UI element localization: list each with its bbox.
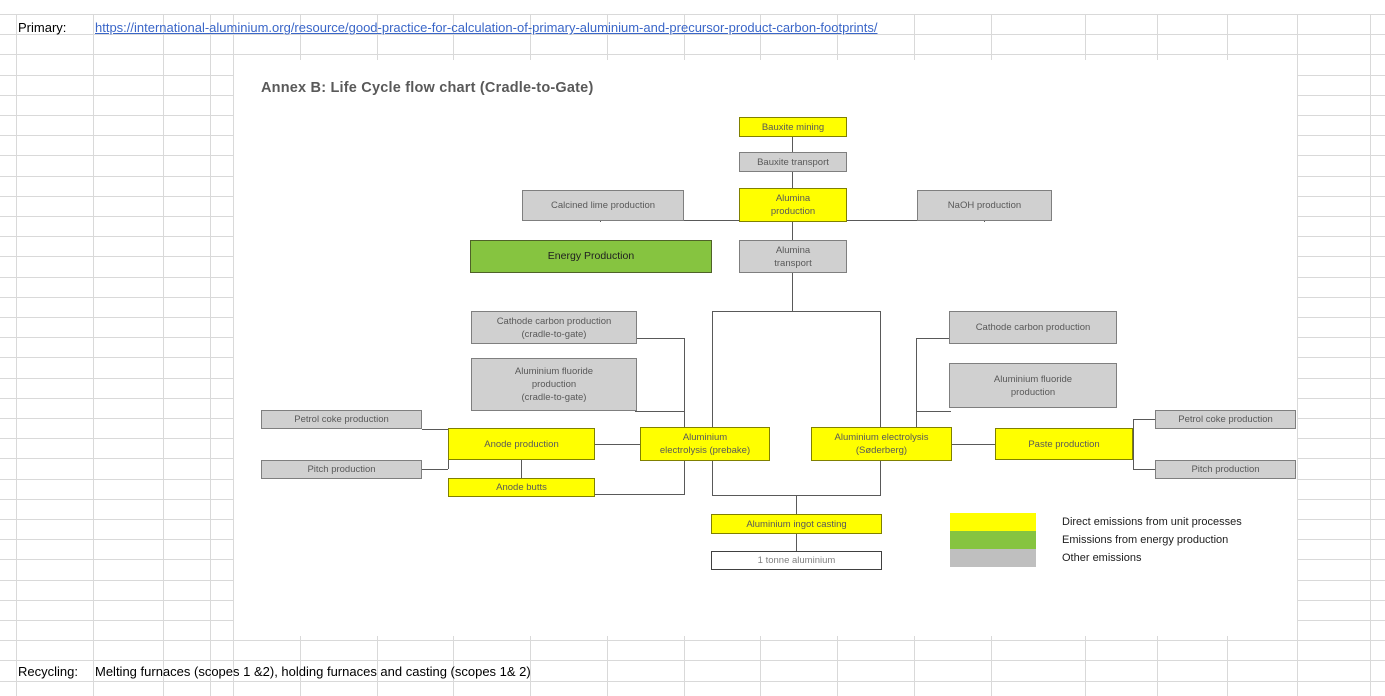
legend-label-direct-emissions: Direct emissions from unit processes — [1062, 516, 1242, 528]
connector-anodebutts-return — [595, 494, 685, 495]
connector-alumina-to-aluminatransport — [792, 220, 793, 242]
connector-cathode-left-out — [635, 338, 685, 339]
recycling-label: Recycling: — [18, 664, 78, 679]
node-pitch-production-right[interactable]: Pitch production — [1155, 460, 1296, 479]
node-petrol-coke-production-left[interactable]: Petrol coke production — [261, 410, 422, 429]
node-anode-butts[interactable]: Anode butts — [448, 478, 595, 497]
legend-swatch-other-emissions — [950, 549, 1036, 567]
node-cathode-carbon-production-right[interactable]: Cathode carbon production — [949, 311, 1117, 344]
connector-petrolcoke-right-to-paste — [1133, 419, 1155, 420]
connector-lime-stub — [600, 220, 601, 222]
node-anode-production[interactable]: Anode production — [448, 428, 595, 460]
connector-ingot-to-tonne — [796, 533, 797, 551]
connector-pitch-right-to-paste — [1133, 469, 1155, 470]
legend-swatch-energy-emissions — [950, 531, 1036, 549]
legend-label-other-emissions: Other emissions — [1062, 552, 1142, 564]
primary-label: Primary: — [18, 20, 67, 35]
connector-loop-to-ingot — [796, 495, 797, 515]
connector-paste-to-soderberg — [952, 444, 995, 445]
connector-right-feed-vertical — [916, 338, 917, 412]
node-pitch-production-left[interactable]: Pitch production — [261, 460, 422, 479]
node-cathode-carbon-production-left[interactable]: Cathode carbon production(cradle-to-gate… — [471, 311, 637, 344]
legend-label-energy-emissions: Emissions from energy production — [1062, 534, 1229, 546]
node-naoh-production[interactable]: NaOH production — [917, 190, 1052, 221]
primary-url-link[interactable]: https://international-aluminium.org/reso… — [95, 20, 878, 35]
node-aluminium-ingot-casting[interactable]: Aluminium ingot casting — [711, 514, 882, 534]
connector-right-feedstock-vertical — [1133, 419, 1134, 469]
chart-title: Annex B: Life Cycle flow chart (Cradle-t… — [261, 80, 594, 96]
node-calcined-lime-production[interactable]: Calcined lime production — [522, 190, 684, 221]
connector-petrolcoke-left-to-anode — [422, 429, 448, 430]
node-energy-production[interactable]: Energy Production — [470, 240, 712, 273]
connector-mining-to-transport — [792, 136, 793, 154]
node-petrol-coke-production-right[interactable]: Petrol coke production — [1155, 410, 1296, 429]
connector-left-feed-vertical — [684, 338, 685, 412]
connector-transport-to-alumina — [792, 171, 793, 190]
legend-swatch-direct-emissions — [950, 513, 1036, 531]
node-paste-production[interactable]: Paste production — [995, 428, 1133, 460]
life-cycle-flow-chart: Annex B: Life Cycle flow chart (Cradle-t… — [261, 80, 1296, 570]
connector-naoh-stub — [984, 220, 985, 222]
connector-cathode-right-out — [916, 338, 951, 339]
node-one-tonne-aluminium[interactable]: 1 tonne aluminium — [711, 551, 882, 570]
connector-anode-to-prebake — [595, 444, 640, 445]
connector-right-feed-down — [916, 412, 917, 429]
connector-anode-to-butts — [521, 460, 522, 479]
connector-electrolysis-loop — [712, 311, 881, 496]
node-aluminium-electrolysis-soderberg[interactable]: Aluminium electrolysis(Søderberg) — [811, 427, 952, 461]
node-bauxite-mining[interactable]: Bauxite mining — [739, 117, 847, 137]
node-bauxite-transport[interactable]: Bauxite transport — [739, 152, 847, 172]
connector-fluoride-left-out — [635, 411, 685, 412]
connector-pitch-left-to-anode — [422, 469, 448, 470]
connector-fluoride-right-out — [916, 411, 951, 412]
connector-aluminatransport-down — [792, 272, 793, 312]
recycling-text: Melting furnaces (scopes 1 &2), holding … — [95, 664, 531, 679]
